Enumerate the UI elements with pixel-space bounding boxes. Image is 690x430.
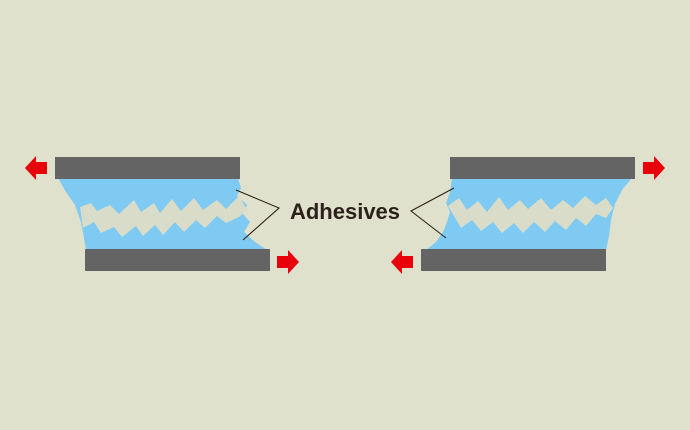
right-lower-adherend: [421, 249, 606, 271]
right-upper-adherend: [450, 157, 635, 179]
adhesives-label: Adhesives: [290, 199, 400, 224]
arrow-right-icon: [277, 250, 299, 274]
leader-lines: [235, 187, 455, 241]
arrow-left-icon: [25, 156, 47, 180]
arrow-left-icon: [391, 250, 413, 274]
left-upper-adherend: [55, 157, 240, 179]
arrow-right-icon: [643, 156, 665, 180]
right-crack: [448, 196, 613, 233]
left-lower-adherend: [85, 249, 270, 271]
left-joint: [25, 156, 299, 274]
leader-line-right: [409, 187, 455, 239]
left-crack: [80, 196, 247, 237]
right-joint: [391, 156, 665, 274]
leader-line-left: [235, 189, 281, 241]
